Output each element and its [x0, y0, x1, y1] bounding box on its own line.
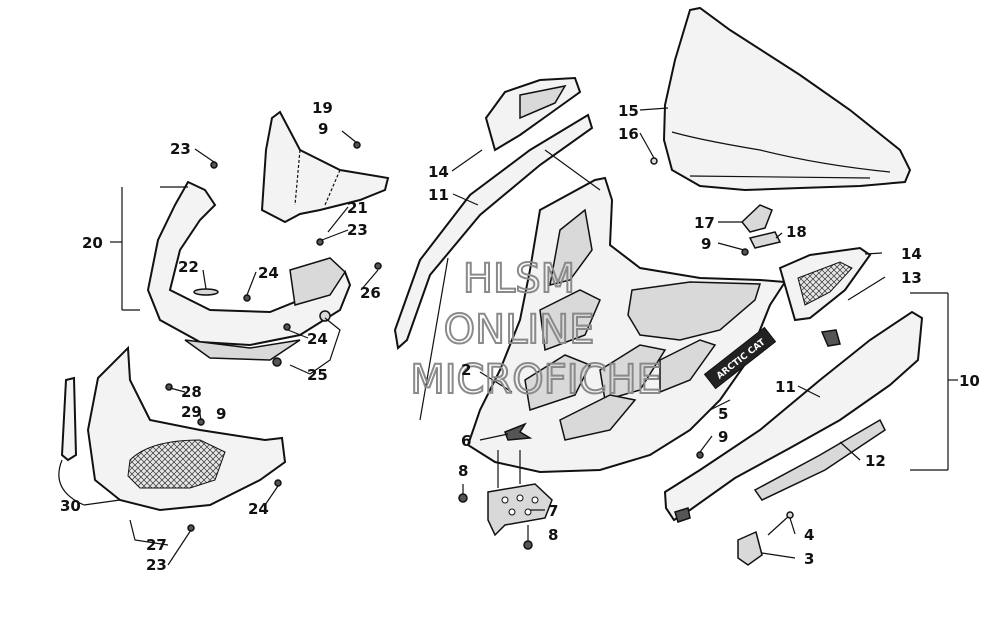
hood-assembly: ARCTIC CAT: [393, 76, 787, 550]
part-17-bracket: [740, 204, 773, 233]
callout-8: 8: [548, 526, 558, 544]
part-11-left-trim: [393, 113, 594, 350]
callout-16: 16: [618, 125, 639, 143]
part-4-bolt: [767, 514, 791, 536]
callout-labels: 19 9 23 20 21 23 22 24 26 24 25 28 29 9 …: [60, 99, 980, 574]
callout-10: 10: [959, 372, 980, 390]
callout-8: 8: [458, 462, 468, 480]
callout-5: 5: [718, 405, 728, 423]
callout-25: 25: [307, 366, 328, 384]
callout-22: 22: [178, 258, 199, 276]
callout-14: 14: [901, 245, 922, 263]
callout-27: 27: [146, 536, 167, 554]
part-30-trim-strip: [60, 376, 78, 462]
right-assembly: [650, 6, 924, 566]
watermark-line-1: HLSM: [463, 256, 575, 302]
callout-7: 7: [548, 502, 558, 520]
part-22-pin: [193, 288, 219, 296]
part-6-emblem: [504, 422, 533, 441]
callout-28: 28: [181, 383, 202, 401]
callout-3: 3: [804, 550, 814, 568]
callout-24: 24: [258, 264, 279, 282]
callout-14: 14: [428, 163, 449, 181]
callout-9: 9: [718, 428, 728, 446]
callout-6: 6: [461, 432, 471, 450]
part-3-bracket: [737, 530, 763, 566]
callout-4: 4: [804, 526, 814, 544]
callout-20: 20: [82, 234, 103, 252]
callout-30: 30: [60, 497, 81, 515]
callout-15: 15: [618, 102, 639, 120]
callout-26: 26: [360, 284, 381, 302]
leader-lines: [58, 107, 958, 566]
callout-2: 2: [461, 361, 471, 379]
callout-9: 9: [701, 235, 711, 253]
callout-13: 13: [901, 269, 922, 287]
callout-18: 18: [786, 223, 807, 241]
callout-11: 11: [775, 378, 796, 396]
callout-9: 9: [318, 120, 328, 138]
part-15-windshield: [662, 6, 912, 192]
watermark-line-3: MICROFICHE: [410, 357, 662, 403]
watermark-line-2: ONLINE: [444, 307, 595, 353]
callout-23: 23: [170, 140, 191, 158]
callout-29: 29: [181, 403, 202, 421]
callout-17: 17: [694, 214, 715, 232]
part-13-fastener: [820, 329, 841, 347]
watermark: HLSM ONLINE MICROFICHE: [409, 255, 663, 404]
callout-11: 11: [428, 186, 449, 204]
callout-24: 24: [307, 330, 328, 348]
callout-9: 9: [216, 405, 226, 423]
callout-24: 24: [248, 500, 269, 518]
part-21-bracket: [289, 257, 346, 306]
callout-21: 21: [347, 199, 368, 217]
callout-23: 23: [347, 221, 368, 239]
left-bumper-assembly: [60, 110, 390, 532]
part-18-clip: [748, 231, 782, 249]
callout-19: 19: [312, 99, 333, 117]
callout-23: 23: [146, 556, 167, 574]
callout-12: 12: [865, 452, 886, 470]
part-28-vent-grille: [127, 439, 226, 489]
